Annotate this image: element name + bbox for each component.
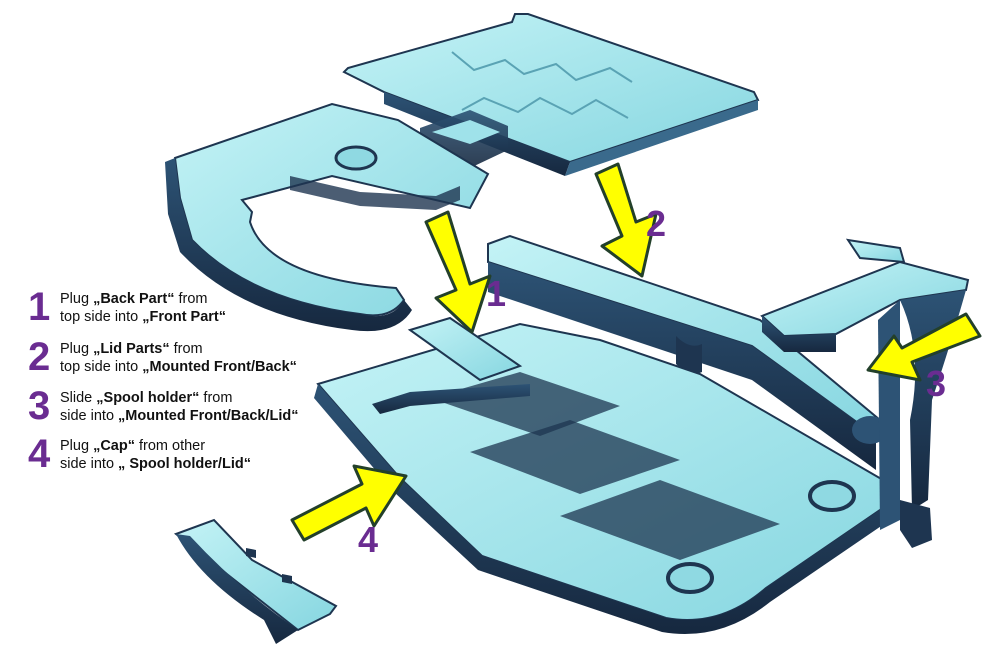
instruction-step-1: 1 Plug „Back Part“ from top side into „F… bbox=[28, 287, 226, 327]
arrow-1 bbox=[424, 210, 492, 334]
arrow-label-4: 4 bbox=[358, 519, 378, 560]
step-number: 1 bbox=[28, 285, 51, 329]
step-text: Slide „Spool holder“ from side into „Mou… bbox=[60, 390, 299, 424]
arrow-2 bbox=[594, 162, 658, 278]
arrow-label-3: 3 bbox=[926, 363, 946, 404]
base-frame bbox=[314, 316, 895, 634]
lid-part bbox=[342, 13, 760, 176]
arrow-label-2: 2 bbox=[646, 203, 666, 244]
step-number: 4 bbox=[28, 432, 51, 476]
instruction-step-2: 2 Plug „Lid Parts“ from top side into „M… bbox=[28, 337, 297, 377]
step-number: 2 bbox=[28, 335, 51, 379]
step-text: Plug „Back Part“ from top side into „Fro… bbox=[60, 291, 227, 325]
instruction-step-4: 4 Plug „Cap“ from other side into „ Spoo… bbox=[28, 434, 251, 474]
cap-part bbox=[173, 518, 338, 644]
arrow-3 bbox=[866, 312, 982, 382]
instruction-step-3: 3 Slide „Spool holder“ from side into „M… bbox=[28, 386, 298, 426]
front-part bbox=[487, 234, 888, 470]
step-number: 3 bbox=[28, 384, 51, 428]
back-part bbox=[165, 102, 490, 332]
step-text: Plug „Lid Parts“ from top side into „Mou… bbox=[60, 341, 297, 375]
arrow-4 bbox=[290, 464, 408, 542]
arrow-label-1: 1 bbox=[486, 273, 506, 314]
step-text: Plug „Cap“ from other side into „ Spool … bbox=[60, 438, 251, 472]
